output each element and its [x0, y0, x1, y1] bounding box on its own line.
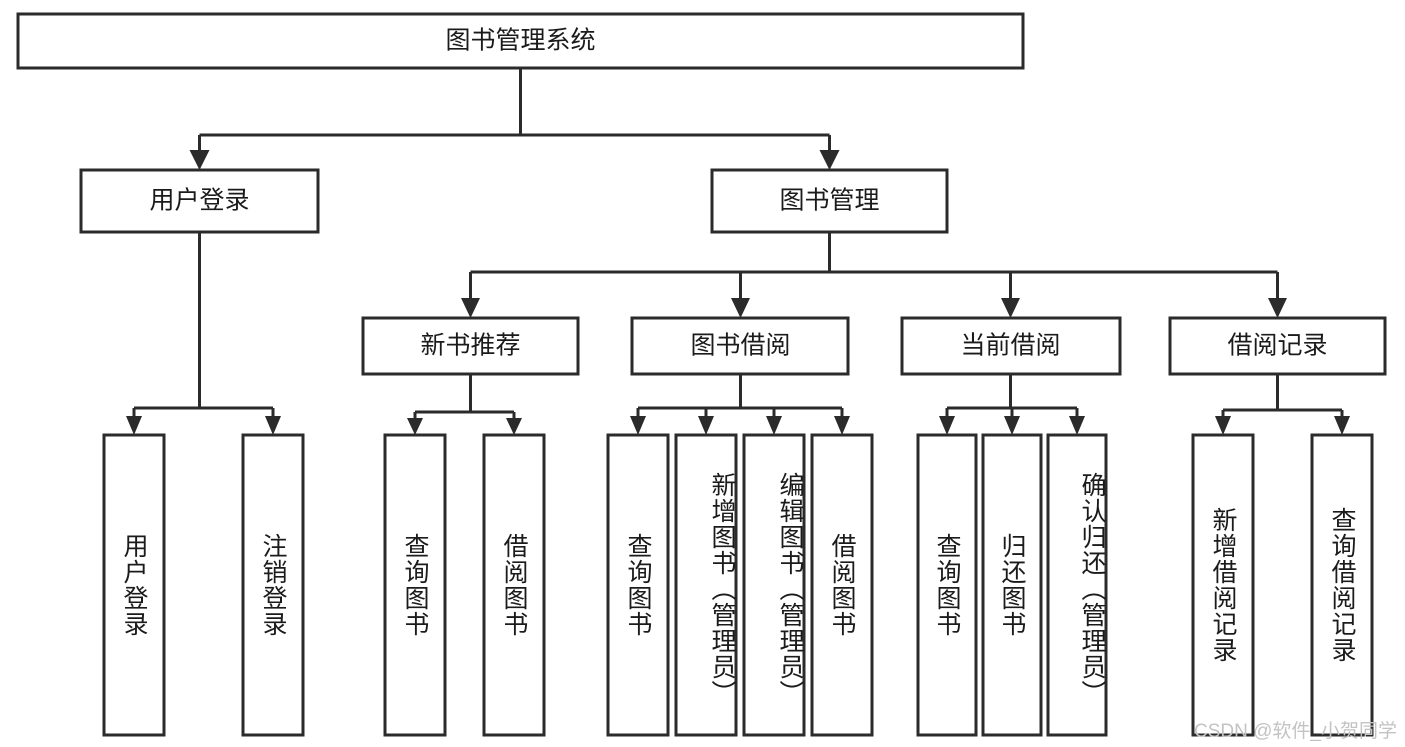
arrowhead-leaf-user-login [126, 416, 142, 435]
leaf-borrow-book-box[interactable] [810, 433, 874, 737]
edge-group-book-management [461, 232, 1287, 318]
node-root[interactable]: 图书管理系统 [16, 12, 1025, 70]
node-current-borrow[interactable]: 当前借阅 [900, 316, 1122, 376]
leaf-boxes [102, 433, 1374, 737]
leaf-borrow-book-recommend-box[interactable] [482, 433, 546, 737]
node-borrow-record-label: 借阅记录 [1227, 332, 1327, 360]
node-book-management[interactable]: 图书管理 [710, 168, 949, 234]
leaf-query-borrow-record-box[interactable] [1310, 433, 1374, 737]
node-book-borrow-label: 图书借阅 [690, 332, 790, 360]
node-new-book-recommend[interactable]: 新书推荐 [361, 316, 580, 376]
arrowhead-current-borrow [1001, 298, 1020, 318]
node-user-login-label: 用户登录 [149, 187, 249, 215]
node-new-book-recommend-label: 新书推荐 [420, 332, 520, 360]
node-root-box [16, 12, 1025, 70]
node-book-management-label: 图书管理 [779, 187, 879, 215]
edge-group-record-leaves [1215, 374, 1350, 435]
node-current-borrow-label: 当前借阅 [960, 332, 1060, 360]
arrowhead-leaf-add-book-admin [698, 416, 714, 435]
arrowhead-user-login [189, 150, 210, 170]
arrowhead-leaf-logout-login [265, 416, 281, 435]
arrowhead-leaf-query-book-current [939, 416, 955, 435]
leaf-query-book-borrow-box[interactable] [606, 433, 670, 737]
arrowhead-leaf-confirm-return-admin [1069, 416, 1085, 435]
arrowhead-leaf-edit-book-admin [766, 416, 782, 435]
edge-group-user-login-leaves [126, 232, 281, 435]
arrowhead-leaf-query-book-recommend [407, 418, 423, 435]
node-borrow-record[interactable]: 借阅记录 [1168, 316, 1387, 376]
arrowhead-leaf-query-book-borrow [630, 416, 646, 435]
node-new-book-recommend-box [361, 316, 580, 376]
arrowhead-leaf-borrow-book [834, 416, 850, 435]
arrowhead-book-borrow [731, 298, 750, 318]
arrowhead-book-management [819, 150, 840, 170]
leaf-user-login-box[interactable] [102, 433, 166, 737]
csdn-watermark: CSDN @软件_小贺同学 [1194, 721, 1397, 742]
node-book-management-box [710, 168, 949, 234]
leaf-add-borrow-record-box[interactable] [1191, 433, 1255, 737]
arrowhead-leaf-query-borrow-record [1334, 416, 1350, 435]
node-current-borrow-box [900, 316, 1122, 376]
arrowhead-leaf-add-borrow-record [1215, 416, 1231, 435]
leaf-return-book-box[interactable] [981, 433, 1043, 737]
arrowhead-leaf-return-book [1004, 416, 1020, 435]
edge-group-borrow-leaves [630, 374, 850, 435]
node-book-borrow-box [630, 316, 850, 376]
leaf-query-book-current-box[interactable] [916, 433, 978, 737]
edge-group-recommend-leaves [407, 374, 522, 435]
arrowhead-new-book-recommend [461, 298, 480, 318]
edge-group-root [189, 68, 840, 170]
leaf-add-book-admin-box[interactable] [674, 433, 738, 737]
arrowhead-leaf-borrow-book-recommend [506, 418, 522, 435]
node-user-login[interactable]: 用户登录 [79, 168, 320, 234]
edge-group-current-leaves [939, 374, 1085, 435]
node-user-login-box [79, 168, 320, 234]
node-book-borrow[interactable]: 图书借阅 [630, 316, 850, 376]
leaf-logout-login-box[interactable] [241, 433, 305, 737]
leaf-query-book-recommend-box[interactable] [383, 433, 447, 737]
node-root-label: 图书管理系统 [445, 27, 595, 55]
leaf-confirm-return-admin-box[interactable] [1046, 433, 1108, 737]
leaf-edit-book-admin-box[interactable] [742, 433, 806, 737]
node-borrow-record-box [1168, 316, 1387, 376]
arrowhead-borrow-record [1268, 298, 1287, 318]
